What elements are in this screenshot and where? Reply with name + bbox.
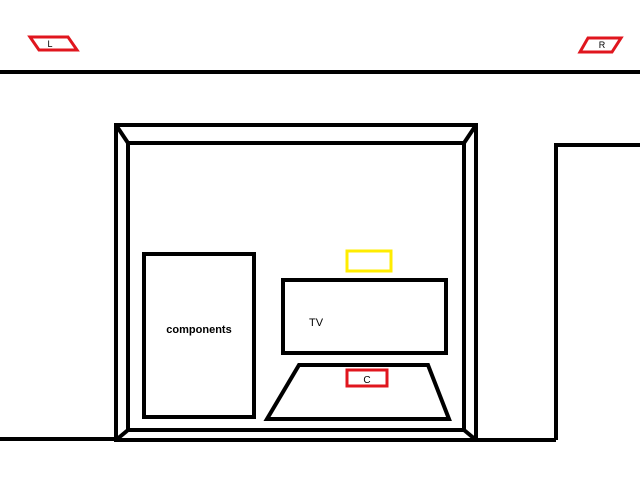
alcove-bevel-bottom-right — [462, 428, 478, 442]
components-label: components — [166, 324, 231, 336]
left-speaker-label: L — [47, 39, 52, 49]
alcove-bevel-top-right — [462, 123, 478, 145]
alcove-bevel-top-left — [114, 123, 130, 145]
highlight-box — [345, 249, 393, 273]
center-speaker-label: C — [363, 375, 370, 386]
alcove-bevel-bottom-left — [114, 428, 130, 442]
doorway-right — [554, 143, 640, 440]
alcove-inner-frame — [126, 141, 466, 432]
left-speaker — [27, 35, 80, 52]
center-speaker — [345, 368, 389, 388]
components-cabinet — [142, 252, 256, 419]
right-speaker-label: R — [599, 40, 606, 50]
alcove-outer-frame — [114, 123, 478, 442]
tv-stand — [263, 363, 452, 421]
tv-screen — [281, 278, 448, 355]
right-speaker — [577, 36, 624, 54]
tv-label: TV — [309, 317, 324, 329]
